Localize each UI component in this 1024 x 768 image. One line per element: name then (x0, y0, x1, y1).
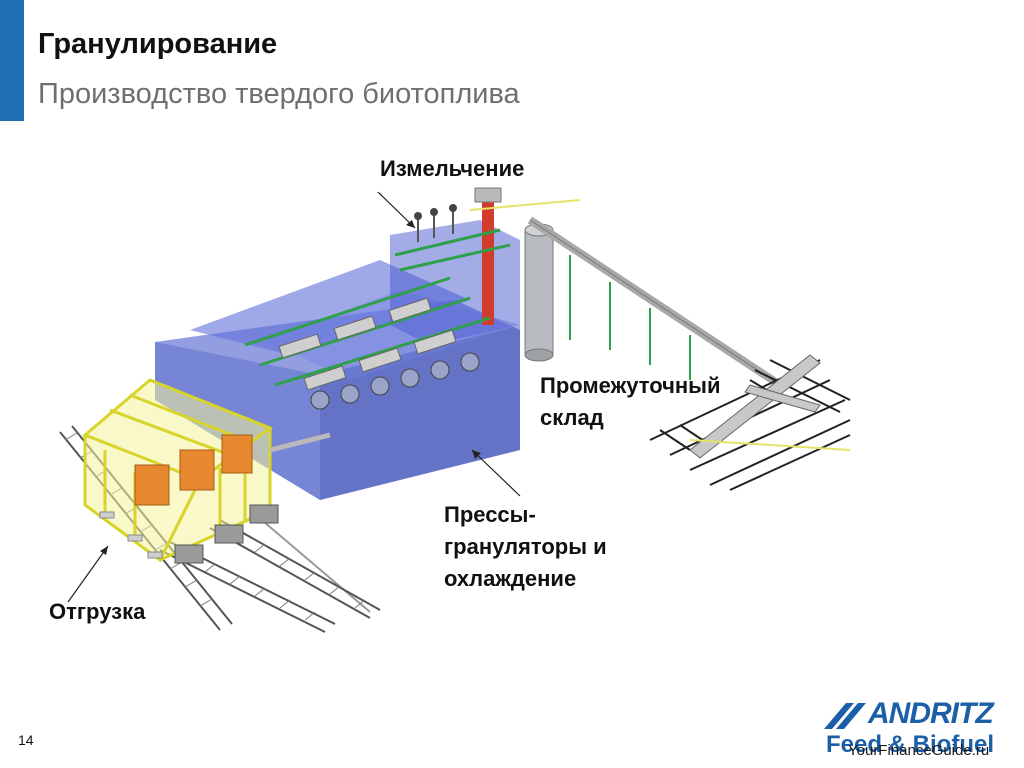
slide-title: Гранулирование (38, 28, 278, 60)
conveyor-bridge (469, 199, 783, 389)
logo-brand: ANDRITZ (868, 697, 994, 730)
shipping-conveyor (269, 432, 331, 453)
andritz-swoosh-icon (824, 703, 866, 729)
page-number: 14 (18, 732, 34, 748)
storage-silo (524, 223, 554, 362)
shipping-structure (82, 378, 279, 564)
arrow-grinding (377, 191, 416, 229)
accent-bar (0, 0, 24, 121)
callout-presses-cooling: Прессы- грануляторы и охлаждение (444, 502, 607, 591)
storage-bridge (689, 354, 821, 459)
callout-intermediate-storage: Промежуточный склад (540, 373, 721, 430)
slide-subtitle: Производство твердого биотоплива (38, 78, 520, 110)
watermark: YourFinanceGuide.ru (848, 742, 990, 759)
callout-shipping: Отгрузка (49, 599, 146, 624)
press-units (278, 297, 457, 391)
arrowhead-presses (472, 450, 481, 459)
andritz-logo: ANDRITZ Feed & Biofuel (824, 697, 1012, 761)
logo-division: Feed & Biofuel (826, 731, 995, 758)
arrowhead-grinding (406, 220, 415, 228)
callout-grinding: Измельчение (380, 156, 525, 181)
plant-illustration (50, 150, 860, 670)
arrow-presses (471, 449, 521, 497)
arrowhead-shipping (100, 546, 108, 555)
callout-arrows (67, 191, 521, 603)
arrow-shipping (67, 545, 109, 603)
cooler-drums (310, 352, 480, 410)
